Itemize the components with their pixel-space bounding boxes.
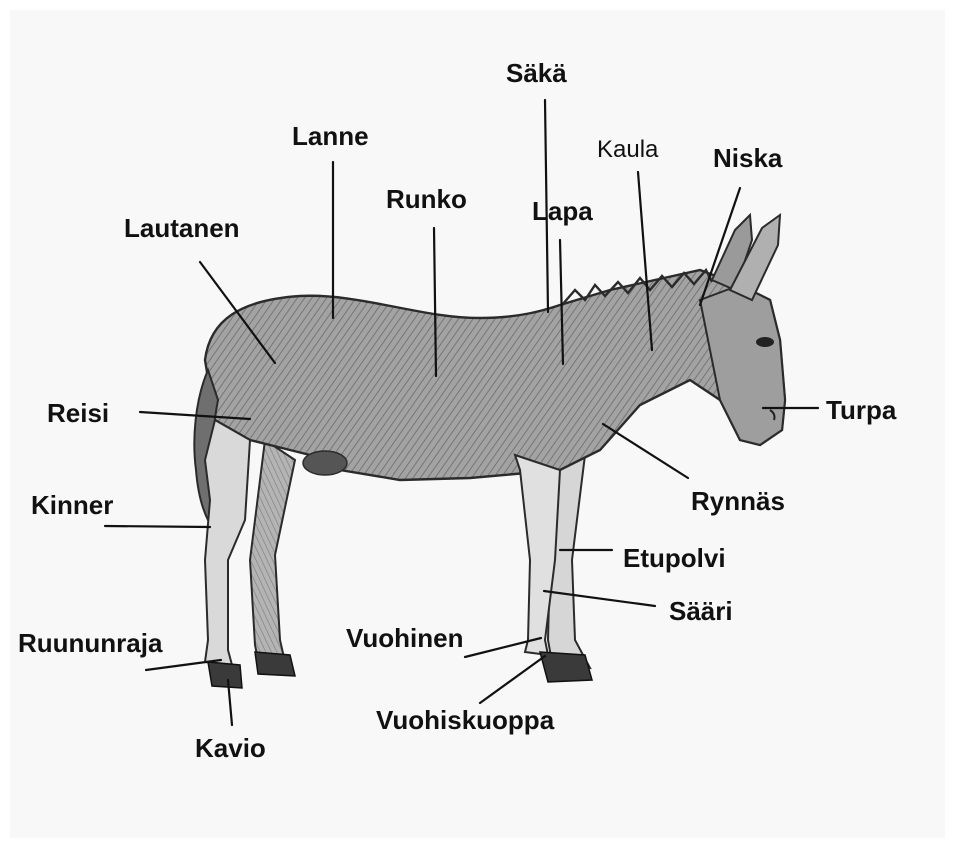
label-vuohinen: Vuohinen: [346, 625, 463, 651]
label-rynnas: Rynnäs: [691, 488, 785, 514]
label-etupolvi: Etupolvi: [623, 545, 726, 571]
label-vuohiskuoppa: Vuohiskuoppa: [376, 707, 554, 733]
label-lanne: Lanne: [292, 123, 369, 149]
hoof-near-hind: [208, 662, 242, 688]
leader-rynnas: [603, 424, 688, 478]
label-saka: Säkä: [506, 60, 567, 86]
label-saari: Sääri: [669, 598, 733, 624]
label-turpa: Turpa: [826, 397, 896, 423]
eye: [756, 337, 774, 347]
label-lautanen: Lautanen: [124, 215, 240, 241]
hoof-far-hind: [255, 652, 295, 676]
far-hind-leg: [250, 440, 295, 662]
label-kavio: Kavio: [195, 735, 266, 761]
label-niska: Niska: [713, 145, 782, 171]
label-kaula: Kaula: [597, 138, 658, 162]
donkey-head: [700, 285, 785, 445]
label-reisi: Reisi: [47, 400, 109, 426]
donkey-body: [205, 270, 785, 480]
sheath: [303, 451, 347, 475]
leader-kinner: [105, 526, 210, 527]
leader-vuohiskuoppa: [480, 656, 545, 703]
label-ruununraja: Ruununraja: [18, 630, 162, 656]
label-runko: Runko: [386, 186, 467, 212]
label-kinner: Kinner: [31, 492, 113, 518]
near-hind-leg: [205, 420, 250, 665]
label-lapa: Lapa: [532, 198, 593, 224]
hoof-near-front: [540, 652, 592, 682]
